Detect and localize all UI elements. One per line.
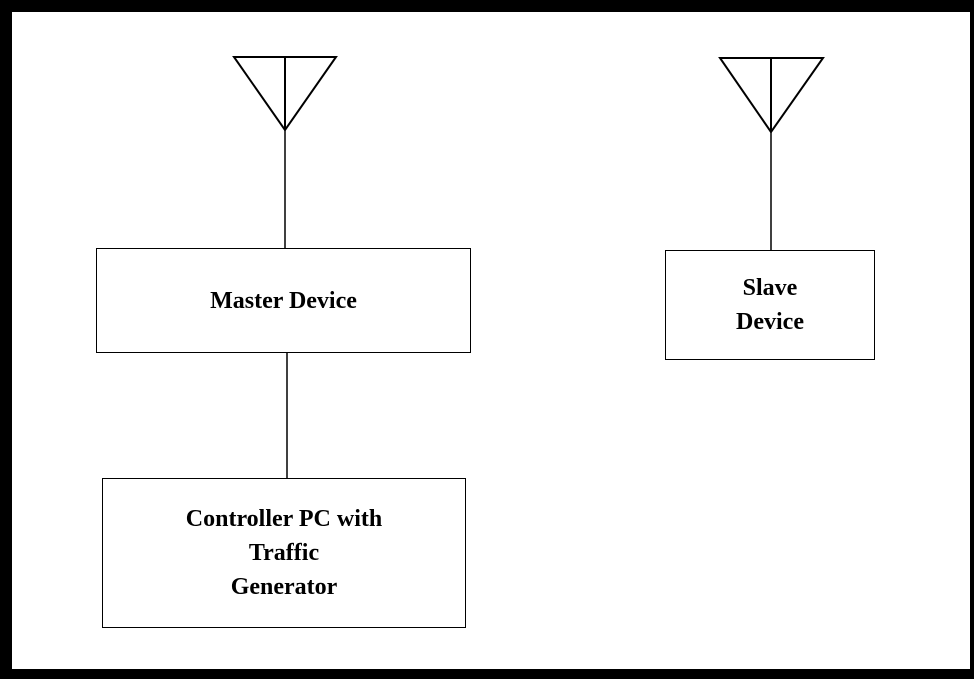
slave-device-box: Slave Device: [665, 250, 875, 360]
controller-pc-label-line-3: Generator: [230, 574, 338, 600]
controller-pc-box: Controller PC with Traffic Generator: [102, 478, 466, 628]
master-device-box: Master Device: [96, 248, 471, 353]
controller-pc-label-line-1: Controller PC with: [185, 506, 383, 532]
slave-device-label-line-1: Slave: [742, 275, 798, 301]
master-device-label: Master Device: [210, 287, 357, 314]
controller-pc-label-line-2: Traffic: [248, 540, 320, 566]
slave-antenna-icon: [718, 57, 825, 134]
master-antenna-icon: [232, 56, 338, 132]
slave-device-label-line-2: Device: [736, 309, 804, 335]
